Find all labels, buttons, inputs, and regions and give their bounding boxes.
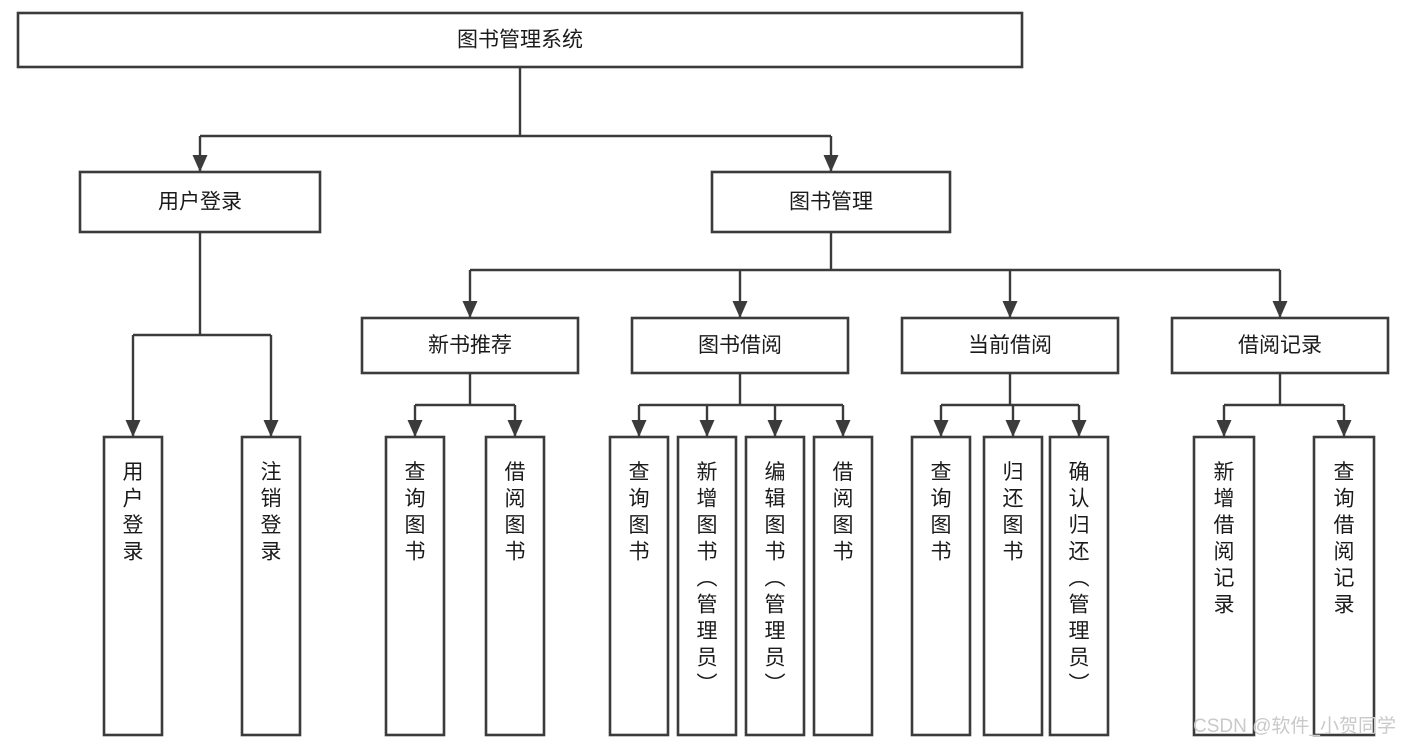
node-leaf-query-book-1-label: 查询图书 (405, 461, 426, 564)
node-current-borrow[interactable]: 当前借阅 (900, 316, 1120, 375)
node-leaf-user-login[interactable]: 用户登录 (102, 435, 164, 737)
arrow-head-icon (835, 420, 851, 437)
arrow-head-icon (507, 420, 523, 437)
node-leaf-user-login-box[interactable] (102, 435, 164, 737)
node-leaf-query-book-2-label: 查询图书 (629, 461, 650, 564)
arrow-head-icon (933, 420, 949, 437)
node-root-label: 图书管理系统 (457, 29, 583, 52)
node-leaf-borrow-book-2[interactable]: 借阅图书 (812, 435, 874, 737)
node-borrow-record[interactable]: 借阅记录 (1170, 316, 1390, 375)
node-new-book-recommend[interactable]: 新书推荐 (360, 316, 580, 375)
connector-group-new-book-recommend (407, 373, 523, 437)
node-leaf-edit-book[interactable]: 编辑图书︵管理员︶ (744, 435, 806, 737)
node-book-manage-box[interactable] (710, 170, 952, 234)
node-leaf-borrow-book-1-label: 借阅图书 (505, 461, 526, 564)
arrow-head-icon (631, 420, 647, 437)
node-leaf-query-book-3[interactable]: 查询图书 (910, 435, 972, 737)
node-leaf-query-book-2-box[interactable] (608, 435, 670, 737)
node-book-borrow-box[interactable] (630, 316, 850, 375)
nodes-layer: 图书管理系统用户登录图书管理新书推荐图书借阅当前借阅借阅记录用户登录注销登录查询… (16, 11, 1390, 737)
arrow-head-icon (767, 420, 783, 437)
node-leaf-borrow-book-1[interactable]: 借阅图书 (484, 435, 546, 737)
node-leaf-confirm-return[interactable]: 确认归还︵管理员︶ (1048, 435, 1110, 737)
node-leaf-user-logout[interactable]: 注销登录 (240, 435, 302, 737)
arrow-head-icon (1272, 301, 1288, 318)
node-root-box[interactable] (16, 11, 1024, 69)
arrow-head-icon (1336, 420, 1352, 437)
node-leaf-query-book-1-box[interactable] (384, 435, 446, 737)
node-leaf-user-logout-box[interactable] (240, 435, 302, 737)
arrow-head-icon (1071, 420, 1087, 437)
node-leaf-edit-book-box[interactable] (744, 435, 806, 737)
arrow-head-icon (263, 420, 279, 437)
arrow-head-icon (407, 420, 423, 437)
node-leaf-query-record-box[interactable] (1312, 435, 1376, 737)
node-book-manage-label: 图书管理 (789, 191, 873, 214)
node-leaf-confirm-return-label: 确认归还︵管理员︶ (1069, 461, 1090, 696)
node-leaf-borrow-book-2-label: 借阅图书 (833, 461, 854, 564)
node-leaf-return-book-box[interactable] (982, 435, 1044, 737)
node-leaf-borrow-book-1-box[interactable] (484, 435, 546, 737)
node-new-book-recommend-box[interactable] (360, 316, 580, 375)
arrow-head-icon (1005, 420, 1021, 437)
arrow-head-icon (1002, 301, 1018, 318)
connector-group-book-manage (462, 232, 1288, 318)
node-user-login-box[interactable] (78, 170, 322, 234)
arrow-head-icon (192, 155, 208, 172)
node-root[interactable]: 图书管理系统 (16, 11, 1024, 69)
node-leaf-query-book-1[interactable]: 查询图书 (384, 435, 446, 737)
node-leaf-add-book[interactable]: 新增图书︵管理员︶ (676, 435, 738, 737)
connector-group-user-login (125, 232, 279, 437)
node-borrow-record-box[interactable] (1170, 316, 1390, 375)
arrow-head-icon (1216, 420, 1232, 437)
node-leaf-borrow-book-2-box[interactable] (812, 435, 874, 737)
connector-group-root (192, 67, 839, 172)
node-leaf-return-book-label: 归还图书 (1003, 461, 1024, 564)
arrow-head-icon (125, 420, 141, 437)
csdn-watermark: CSDN @软件_小贺同学 (1193, 715, 1396, 737)
node-leaf-user-logout-label: 注销登录 (261, 461, 282, 564)
node-leaf-add-record-box[interactable] (1192, 435, 1256, 737)
node-current-borrow-label: 当前借阅 (968, 334, 1052, 357)
node-leaf-query-record[interactable]: 查询借阅记录 (1312, 435, 1376, 737)
node-leaf-query-book-3-label: 查询图书 (931, 461, 952, 564)
node-current-borrow-box[interactable] (900, 316, 1120, 375)
arrow-head-icon (699, 420, 715, 437)
connector-group-borrow-record (1216, 373, 1352, 437)
node-user-login[interactable]: 用户登录 (78, 170, 322, 234)
node-leaf-user-login-label: 用户登录 (123, 461, 144, 564)
arrow-head-icon (462, 301, 478, 318)
node-user-login-label: 用户登录 (158, 191, 242, 214)
arrow-head-icon (823, 155, 839, 172)
node-leaf-edit-book-label: 编辑图书︵管理员︶ (765, 461, 786, 696)
node-leaf-confirm-return-box[interactable] (1048, 435, 1110, 737)
node-book-manage[interactable]: 图书管理 (710, 170, 952, 234)
node-leaf-return-book[interactable]: 归还图书 (982, 435, 1044, 737)
node-leaf-query-record-label: 查询借阅记录 (1334, 461, 1355, 617)
node-leaf-add-book-label: 新增图书︵管理员︶ (697, 461, 718, 696)
connector-group-book-borrow (631, 373, 851, 437)
node-borrow-record-label: 借阅记录 (1238, 334, 1322, 357)
node-book-borrow[interactable]: 图书借阅 (630, 316, 850, 375)
node-leaf-add-book-box[interactable] (676, 435, 738, 737)
node-new-book-recommend-label: 新书推荐 (428, 334, 512, 357)
connector-group-current-borrow (933, 373, 1087, 437)
node-leaf-add-record-label: 新增借阅记录 (1214, 461, 1235, 617)
connectors-layer (125, 67, 1352, 437)
arrow-head-icon (732, 301, 748, 318)
node-leaf-query-book-2[interactable]: 查询图书 (608, 435, 670, 737)
node-leaf-query-book-3-box[interactable] (910, 435, 972, 737)
node-book-borrow-label: 图书借阅 (698, 334, 782, 357)
node-leaf-add-record[interactable]: 新增借阅记录 (1192, 435, 1256, 737)
